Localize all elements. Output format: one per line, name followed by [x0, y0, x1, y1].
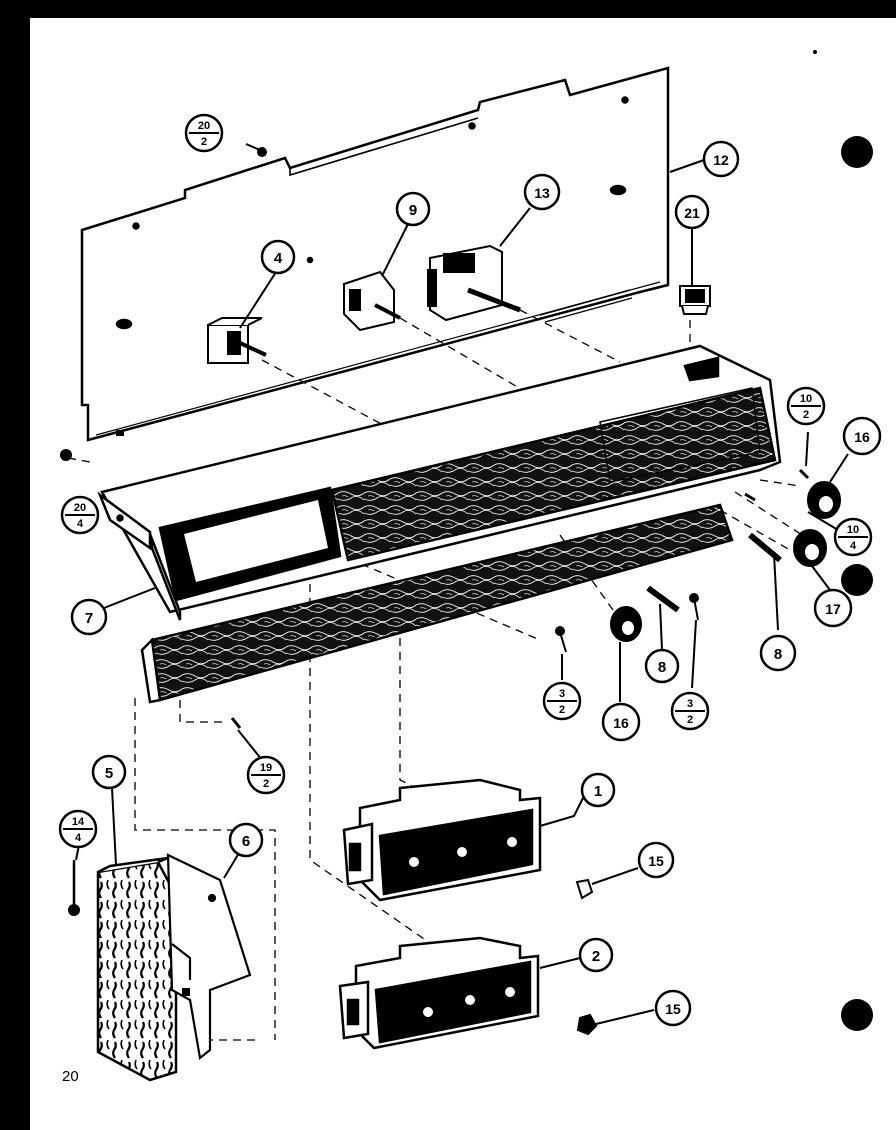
svg-text:2: 2 [687, 714, 693, 726]
callout-16b: 16 [601, 702, 641, 742]
leader-lines [75, 143, 849, 1025]
svg-text:19: 19 [260, 762, 272, 774]
control-module-1 [342, 778, 542, 902]
svg-text:3: 3 [559, 688, 565, 700]
control-part-13 [427, 244, 521, 322]
svg-text:2: 2 [559, 704, 565, 716]
svg-text:16: 16 [854, 429, 870, 445]
svg-text:10: 10 [800, 393, 812, 405]
switch-part-9 [343, 270, 401, 332]
fraction-callout-20-2: 20 2 [184, 113, 224, 153]
svg-text:15: 15 [648, 853, 664, 869]
fraction-callouts: 20 2 20 4 10 2 10 4 3 2 [58, 113, 873, 849]
svg-text:21: 21 [684, 205, 700, 221]
callout-17: 17 [813, 588, 853, 628]
fraction-callout-14-4: 14 4 [58, 809, 98, 849]
svg-text:12: 12 [713, 152, 729, 168]
callout-7: 7 [70, 598, 108, 636]
svg-text:4: 4 [850, 540, 857, 552]
control-module-2 [338, 936, 540, 1050]
callout-16a: 16 [842, 416, 882, 456]
callout-8a: 8 [644, 648, 680, 684]
binding-holes [813, 50, 873, 1031]
callout-2: 2 [578, 937, 614, 973]
svg-text:10: 10 [847, 524, 859, 536]
fraction-callout-3-2-right: 3 2 [670, 691, 710, 731]
callout-9: 9 [395, 191, 431, 227]
svg-text:8: 8 [774, 646, 782, 663]
callout-13: 13 [523, 173, 561, 211]
svg-text:2: 2 [803, 409, 809, 421]
callout-15a: 15 [637, 841, 675, 879]
callout-12: 12 [702, 140, 740, 178]
switch-part-4 [207, 317, 267, 364]
svg-text:1: 1 [594, 783, 602, 800]
svg-text:6: 6 [242, 833, 250, 850]
callout-1: 1 [580, 772, 616, 808]
svg-text:20: 20 [198, 120, 210, 132]
svg-text:2: 2 [263, 778, 269, 790]
svg-text:16: 16 [613, 715, 629, 731]
callout-6: 6 [228, 822, 264, 858]
svg-text:4: 4 [77, 518, 84, 530]
svg-text:3: 3 [687, 698, 693, 710]
svg-text:4: 4 [274, 250, 283, 267]
fraction-callout-3-2-left: 3 2 [542, 681, 582, 721]
svg-text:2: 2 [592, 948, 600, 965]
svg-text:20: 20 [74, 502, 86, 514]
callout-21: 21 [674, 194, 710, 230]
control-panel-housing [97, 344, 782, 704]
svg-text:8: 8 [658, 659, 666, 676]
svg-text:13: 13 [534, 185, 550, 201]
callouts: 1 2 4 5 6 7 8 8 9 12 13 15 15 16 16 17 2… [70, 140, 882, 1027]
svg-text:7: 7 [85, 610, 93, 627]
fraction-callout-19-2: 19 2 [246, 755, 286, 795]
rocker-switch-part-21 [679, 285, 711, 315]
svg-text:4: 4 [75, 832, 82, 844]
svg-text:17: 17 [825, 601, 841, 617]
svg-text:2: 2 [201, 136, 207, 148]
screws [60, 147, 810, 916]
svg-text:15: 15 [665, 1001, 681, 1017]
side-bracket-6 [166, 853, 252, 1061]
svg-text:5: 5 [105, 765, 113, 782]
side-bracket-5 [96, 856, 178, 1082]
page-number: 20 [62, 1068, 79, 1085]
knobs [575, 481, 841, 1036]
svg-text:9: 9 [409, 202, 417, 219]
callout-5: 5 [91, 754, 127, 790]
fraction-callout-20-4: 20 4 [60, 495, 100, 535]
fraction-callout-10-4: 10 4 [833, 517, 873, 557]
callout-8b: 8 [759, 634, 797, 672]
fraction-callout-10-2: 10 2 [786, 386, 826, 426]
svg-text:14: 14 [72, 816, 85, 828]
callout-15b: 15 [654, 989, 692, 1027]
callout-4: 4 [260, 239, 296, 275]
